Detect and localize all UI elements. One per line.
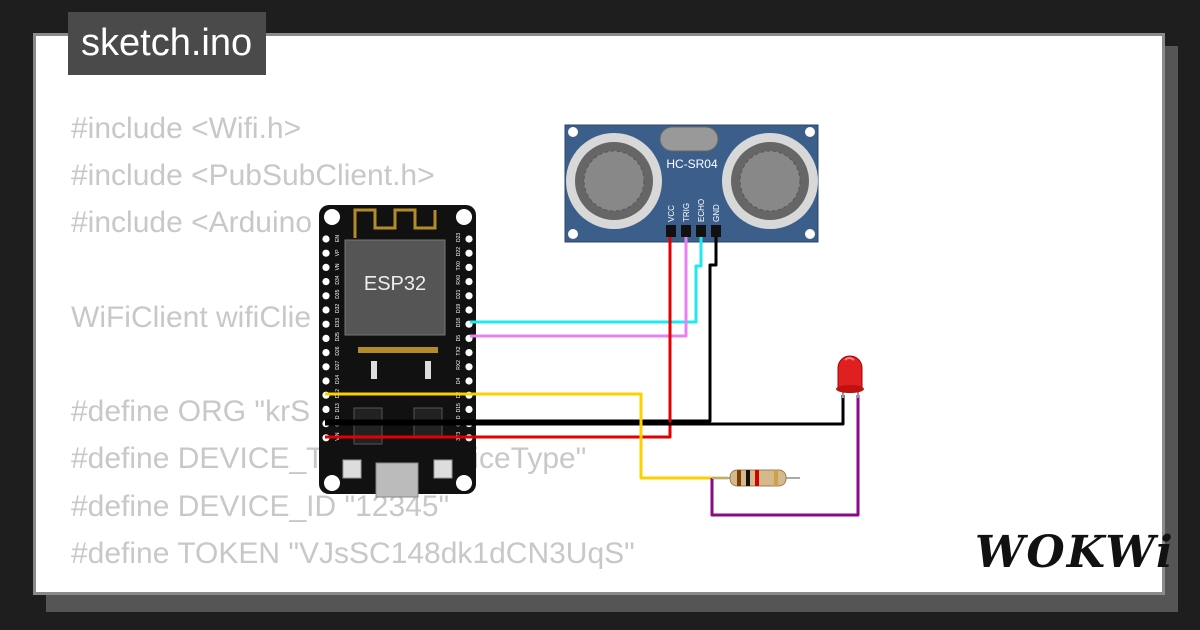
esp32-pin-label: D19 bbox=[456, 304, 462, 313]
esp32-pin-left[interactable] bbox=[322, 306, 330, 314]
wire-vcc[interactable] bbox=[325, 237, 672, 439]
esp32-pin-label: D21 bbox=[456, 289, 462, 298]
sensor-pin-gnd: GND bbox=[712, 204, 721, 222]
esp32-pin-label: TX0 bbox=[456, 261, 462, 270]
esp32-pin-label: RX0 bbox=[456, 275, 462, 285]
esp32-pin-right[interactable] bbox=[465, 263, 473, 271]
esp32-pin-right[interactable] bbox=[465, 249, 473, 257]
esp32-pin-label: VP bbox=[335, 249, 341, 256]
esp32-pin-right[interactable] bbox=[465, 349, 473, 357]
esp32-pin-left[interactable] bbox=[322, 235, 330, 243]
esp32-pin-label: TX2 bbox=[456, 346, 462, 355]
sensor-pin-trig: TRIG bbox=[682, 203, 691, 222]
esp32-pin-label: VN bbox=[335, 263, 341, 270]
esp32-pin-right[interactable] bbox=[465, 235, 473, 243]
esp32-pin-label: EN bbox=[335, 235, 341, 242]
red-led[interactable] bbox=[836, 355, 864, 398]
esp32-pin-left[interactable] bbox=[322, 263, 330, 271]
esp32-pin-left[interactable] bbox=[322, 377, 330, 385]
wire-gnd-sensor[interactable] bbox=[325, 237, 718, 423]
esp32-pin-label: D32 bbox=[335, 304, 341, 313]
esp32-pin-label: D5 bbox=[456, 335, 462, 342]
esp32-pin-label: D35 bbox=[335, 289, 341, 298]
esp32-pin-right[interactable] bbox=[465, 278, 473, 286]
esp32-pin-label: RX2 bbox=[456, 360, 462, 370]
sensor-pin-echo: ECHO bbox=[697, 199, 706, 222]
esp32-pin-label: D4 bbox=[456, 377, 462, 384]
esp32-pin-right[interactable] bbox=[465, 405, 473, 413]
transducer-left bbox=[566, 133, 662, 229]
wire-signal[interactable] bbox=[325, 392, 728, 480]
esp32-pin-label: D22 bbox=[456, 247, 462, 256]
code-line: #include <Wifi.h> bbox=[71, 112, 302, 145]
sensor-pin-vcc: VCC bbox=[667, 205, 676, 222]
esp32-pin-left[interactable] bbox=[322, 278, 330, 286]
wire-trig[interactable] bbox=[470, 237, 688, 338]
sensor-label: HC-SR04 bbox=[666, 157, 718, 171]
esp32-pin-left[interactable] bbox=[322, 320, 330, 328]
esp32-pin-left[interactable] bbox=[322, 363, 330, 371]
esp32-pin-label: D33 bbox=[335, 318, 341, 327]
wire-echo[interactable] bbox=[470, 237, 703, 324]
esp32-pin-label: D13 bbox=[335, 403, 341, 412]
transducer-right bbox=[722, 133, 818, 229]
esp32-pin-left[interactable] bbox=[322, 349, 330, 357]
esp32-pin-label: D23 bbox=[456, 233, 462, 242]
wokwi-logo: WOKWi bbox=[975, 527, 1175, 578]
esp32-chip-label: ESP32 bbox=[364, 273, 426, 295]
resistor[interactable] bbox=[712, 469, 800, 487]
esp32-pin-left[interactable] bbox=[322, 292, 330, 300]
esp32-pin-right[interactable] bbox=[465, 306, 473, 314]
esp32-pin-right[interactable] bbox=[465, 363, 473, 371]
code-line: #include <Arduino bbox=[71, 206, 313, 240]
esp32-pin-label: D26 bbox=[335, 346, 341, 355]
esp32-board[interactable]: ESP32 ENVPVND34D35D32D33D25D26D27D14D12D… bbox=[319, 205, 476, 498]
esp32-pin-left[interactable] bbox=[322, 334, 330, 342]
esp32-pin-right[interactable] bbox=[465, 292, 473, 300]
esp32-pin-label: D18 bbox=[456, 318, 462, 327]
code-line: #define TOKEN "VJsSC148dk1dCN3UqS" bbox=[71, 536, 635, 570]
esp32-pin-left[interactable] bbox=[322, 405, 330, 413]
wire-led[interactable] bbox=[710, 395, 860, 517]
esp32-pin-label: D25 bbox=[335, 332, 341, 341]
esp32-pin-right[interactable] bbox=[465, 377, 473, 385]
hc-sr04-sensor[interactable]: HC-SR04 VCC TRIG ECHO GND bbox=[564, 124, 819, 243]
esp32-pin-label: D14 bbox=[335, 375, 341, 384]
code-line: #define DEVICE_ID "12345" bbox=[71, 489, 450, 523]
esp32-pin-left[interactable] bbox=[322, 249, 330, 257]
code-line: WiFiClient wifiClie bbox=[71, 300, 312, 334]
wire-gnd-led[interactable] bbox=[325, 395, 845, 426]
code-line: #include <PubSubClient.h> bbox=[71, 159, 435, 193]
sketch-filename-label: sketch.ino bbox=[68, 12, 267, 75]
code-line: #define ORG "krS bbox=[71, 395, 311, 429]
esp32-pin-label: D27 bbox=[335, 360, 341, 369]
esp32-pin-label: D34 bbox=[335, 275, 341, 284]
esp32-pin-label: D15 bbox=[456, 403, 462, 412]
